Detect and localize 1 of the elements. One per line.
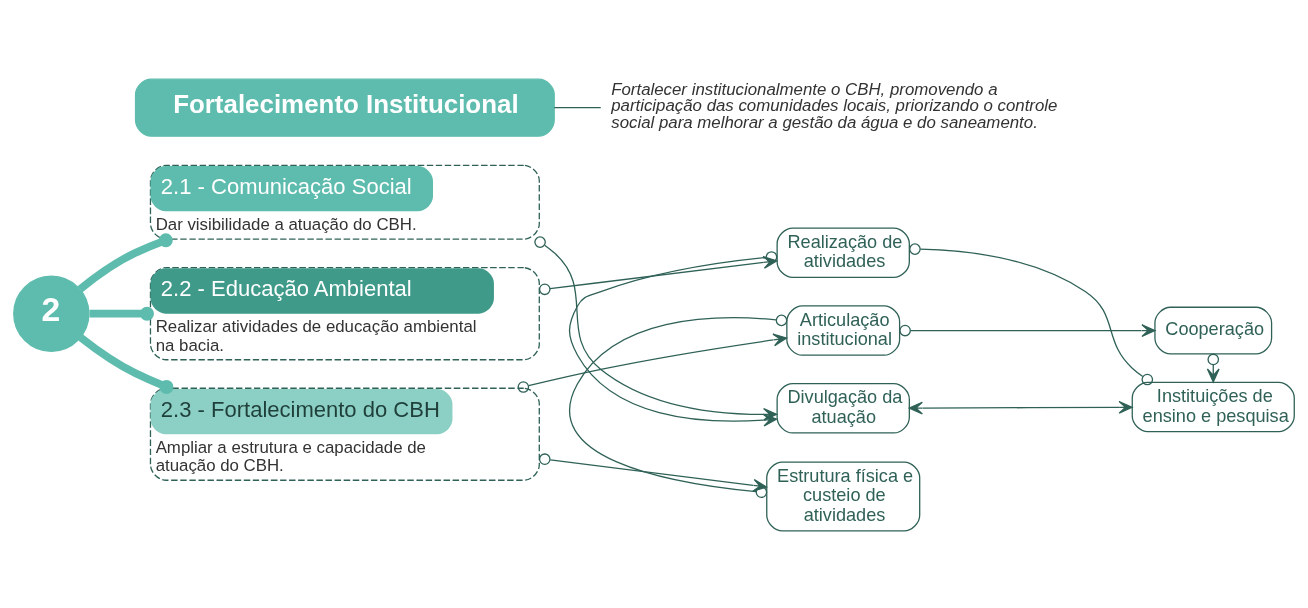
node-text: Fortalecer institucionalmente o CBH, promovendo a participação das comunidades locais, priorizando o controle social para melhorar a gestão da água e do saneamento. (611, 79, 1058, 133)
